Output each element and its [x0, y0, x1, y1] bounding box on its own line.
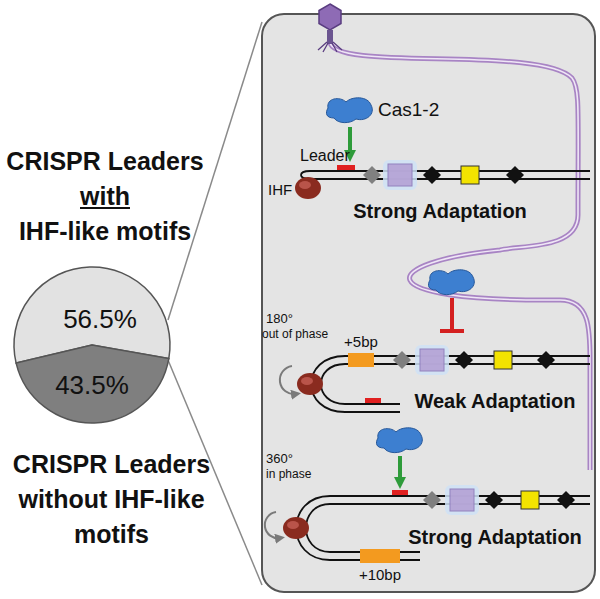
- outcome-label: Strong Adaptation: [408, 526, 582, 549]
- cell-outline: [262, 14, 595, 592]
- crispr-array: [296, 496, 420, 560]
- crispr-array: [310, 170, 590, 172]
- protein-label: IHF: [268, 181, 292, 198]
- crispr-array: [295, 177, 321, 199]
- heading: CRISPR Leaders without IHF-like motifs: [4, 447, 219, 552]
- phage-symbol: [319, 4, 341, 30]
- crispr-array: [537, 351, 555, 369]
- crispr-array: [450, 298, 454, 330]
- crispr-array: [360, 549, 400, 563]
- crispr-array: [521, 491, 539, 509]
- crispr-array: [392, 490, 408, 495]
- phage-symbol: [327, 30, 333, 44]
- crispr-array: [415, 345, 449, 375]
- angle-label: 360°: [266, 452, 293, 467]
- phase-label: out of phase: [262, 328, 328, 342]
- crispr-array: [393, 351, 411, 369]
- crispr-array: [363, 166, 381, 184]
- crispr-array: [557, 491, 575, 509]
- protein-label: Cas1-2: [378, 99, 439, 121]
- heading: CRISPR Leaders: [6, 147, 203, 176]
- pie-slice: 43.5%: [14, 267, 170, 423]
- crispr-array: [461, 166, 479, 184]
- crispr-array: [280, 366, 296, 394]
- heading: with: [80, 182, 130, 211]
- crispr-array: [494, 351, 512, 369]
- crispr-array: [455, 351, 473, 369]
- percent-label: 56.5%: [63, 304, 137, 335]
- region-label: Leader: [300, 147, 350, 165]
- crispr-array: [506, 166, 524, 184]
- crispr-array: [423, 166, 441, 184]
- crispr-array: [440, 329, 464, 333]
- crispr-array: [337, 165, 355, 170]
- phage-symbol: [318, 4, 342, 52]
- crispr-array: [265, 428, 590, 563]
- outcome-label: Strong Adaptation: [353, 200, 527, 223]
- pie-slice-shape: [14, 267, 170, 423]
- crispr-array: [295, 98, 590, 199]
- crispr-array: [376, 428, 422, 453]
- angle-label: 180°: [266, 312, 293, 327]
- crispr-array: [383, 160, 417, 190]
- crispr-array: [423, 491, 441, 509]
- insert-label: +10bp: [359, 566, 401, 583]
- crispr-array: [283, 517, 309, 539]
- insert-label: +5bp: [344, 333, 378, 350]
- crispr-array: [365, 398, 381, 403]
- pie-slice-shape: [16, 345, 169, 423]
- crispr-array: [326, 98, 372, 123]
- crispr-array: [265, 512, 280, 538]
- crispr-array: [485, 491, 503, 509]
- crispr-array: [321, 364, 400, 404]
- phage-symbol: [318, 42, 342, 52]
- crispr-array: [428, 270, 474, 295]
- outcome-label: Weak Adaptation: [414, 390, 575, 413]
- crispr-array: [310, 178, 590, 180]
- crispr-array: [306, 504, 420, 552]
- phase-label: in phase: [266, 468, 311, 482]
- crispr-array: [445, 485, 479, 515]
- percent-label: 43.5%: [55, 370, 129, 401]
- crispr-array: [398, 456, 402, 483]
- crispr-array: [348, 353, 374, 367]
- heading: IHF-like motifs: [19, 217, 191, 246]
- crispr-array: [297, 373, 323, 395]
